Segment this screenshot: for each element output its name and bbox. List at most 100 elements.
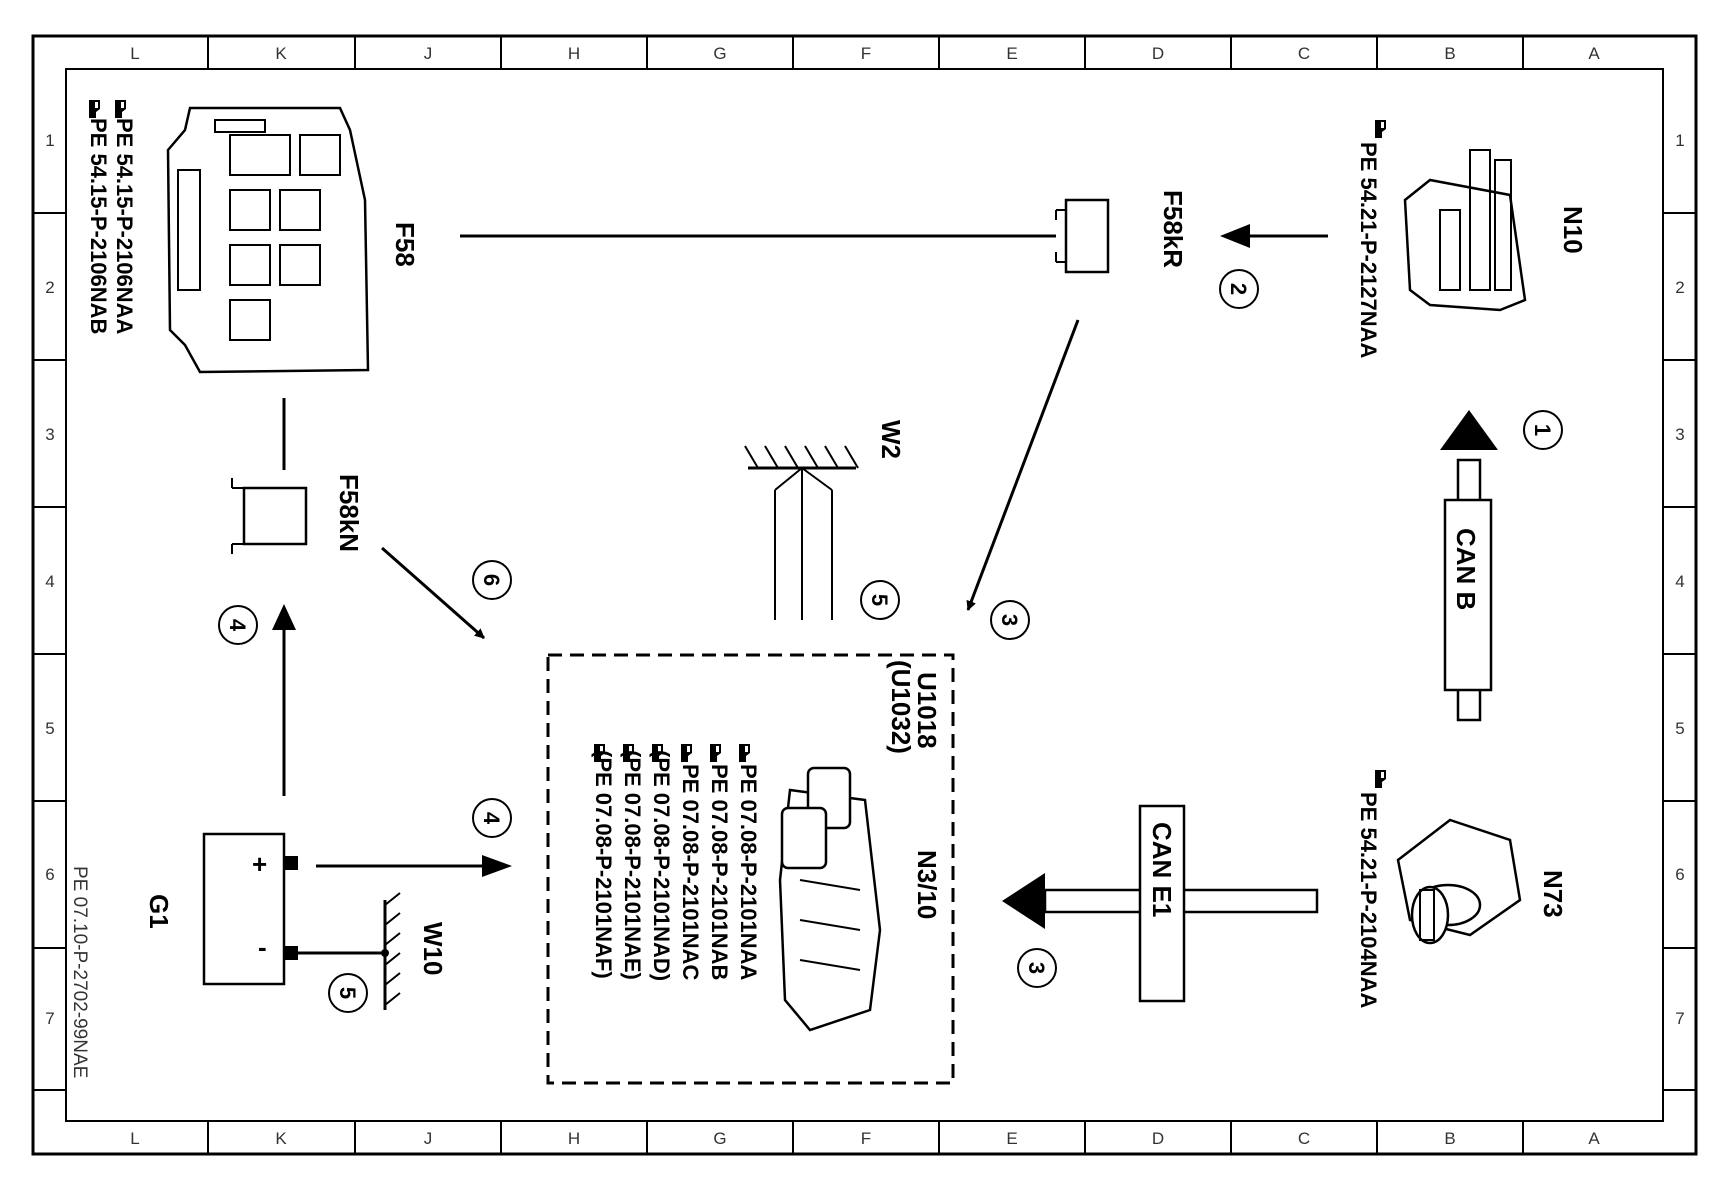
f58kr-label: F58kR: [1158, 190, 1188, 268]
n310-ref-6: (PE 07.08-P-2101NAF): [591, 750, 616, 979]
g1-f58kn-arrowhead: [272, 604, 296, 630]
step-3b-circle: [1017, 948, 1057, 988]
f58kn-n310-arrow: [381, 546, 485, 640]
g1-label: G1: [144, 894, 174, 929]
row-label-right: 5: [1675, 719, 1684, 738]
row-label-right: 3: [1675, 425, 1684, 444]
g1-minus: -: [258, 932, 267, 962]
n310-ref-2: PE 07.08-P-2101NAB: [707, 764, 732, 980]
n310-ref-3: PE 07.08-P-2101NAC: [678, 764, 703, 981]
step-5b: 5: [335, 987, 360, 999]
step-1: 1: [1530, 424, 1555, 436]
col-label-bottom: C: [1298, 1129, 1310, 1148]
w2-ground: [744, 445, 859, 620]
n73-ref: PE 54.21-P-2104NAA: [1356, 792, 1381, 1009]
step-4b-circle: [472, 798, 512, 838]
col-label-bottom: G: [713, 1129, 726, 1148]
row-label-right: 1: [1675, 131, 1684, 150]
col-label-bottom: L: [130, 1129, 139, 1148]
row-label-left: 4: [45, 572, 54, 591]
n10-f58kr-arrowhead: [1220, 224, 1250, 248]
step-6-circle: [472, 560, 512, 600]
col-label-bottom: H: [568, 1129, 580, 1148]
step-6: 6: [479, 574, 504, 586]
n310-label: N3/10: [912, 850, 942, 919]
n73-label: N73: [1538, 870, 1568, 918]
step-5b-circle: [328, 973, 368, 1013]
col-label-top: G: [713, 44, 726, 63]
col-label-top: K: [275, 44, 287, 63]
n73-ref-hand-icon: [1375, 770, 1386, 788]
n310-dashed-box: [546, 653, 955, 1085]
col-label-bottom: D: [1152, 1129, 1164, 1148]
col-label-bottom: A: [1588, 1129, 1600, 1148]
col-label-bottom: F: [861, 1129, 871, 1148]
w10-ground: [383, 892, 401, 1010]
row-label-left: 1: [45, 131, 54, 150]
f58-ref-2: PE 54.15-P-2106NAB: [86, 118, 111, 334]
step-5a-circle: [860, 580, 900, 620]
col-label-bottom: J: [424, 1129, 433, 1148]
n73-ignition-switch: [1396, 818, 1522, 945]
n310-ref-5: (PE 07.08-P-2101NAE): [620, 750, 645, 980]
row-label-right: 4: [1675, 572, 1684, 591]
f58kn-label: F58kN: [334, 474, 364, 552]
row-label-left: 2: [45, 278, 54, 297]
u1018-label: U1018: [912, 672, 942, 749]
col-label-top: D: [1152, 44, 1164, 63]
row-label-left: 3: [45, 425, 54, 444]
g1-battery: [202, 832, 298, 986]
col-label-top: A: [1588, 44, 1600, 63]
step-3b: 3: [1024, 962, 1049, 974]
n10-ref-hand-icon: [1375, 120, 1386, 138]
n10-ref: PE 54.21-P-2127NAA: [1356, 142, 1381, 359]
f58-label: F58: [390, 222, 420, 267]
f58-fuse-box: [166, 106, 370, 374]
row-label-right: 7: [1675, 1009, 1684, 1028]
row-label-right: 2: [1675, 278, 1684, 297]
row-label-left: 5: [45, 719, 54, 738]
row-label-left: 7: [45, 1009, 54, 1028]
col-label-bottom: E: [1006, 1129, 1017, 1148]
step-2-circle: [1219, 269, 1259, 309]
can-b-bus: [1440, 410, 1498, 722]
n310-ref-4: (PE 07.08-P-2101NAD): [649, 750, 674, 981]
f58-ref-1: PE 54.15-P-2106NAA: [112, 118, 137, 335]
f58-ref-hand-icon: [89, 100, 126, 118]
n10-label: N10: [1558, 206, 1588, 254]
col-label-top: J: [424, 44, 433, 63]
document-id: PE 07.10-P-2702-99NAE: [69, 866, 90, 1078]
row-label-right: 6: [1675, 865, 1684, 884]
f58kr-n310-arrow: [966, 319, 1080, 611]
step-2: 2: [1226, 283, 1251, 295]
g1-n310-arrowhead: [482, 855, 512, 877]
col-label-bottom: K: [275, 1129, 287, 1148]
step-5a: 5: [867, 594, 892, 606]
col-label-top: H: [568, 44, 580, 63]
u1032-label: (U1032): [886, 660, 916, 754]
step-3a: 3: [997, 614, 1022, 626]
step-4b: 4: [479, 812, 504, 825]
col-label-top: L: [130, 44, 139, 63]
step-4a-circle: [218, 605, 258, 645]
step-1-circle: [1523, 410, 1563, 450]
step-4a: 4: [225, 619, 250, 632]
col-label-top: B: [1444, 44, 1455, 63]
row-label-left: 6: [45, 865, 54, 884]
n310-control-unit: [778, 766, 882, 1032]
step-3a-circle: [990, 600, 1030, 640]
col-label-top: E: [1006, 44, 1017, 63]
can-e1-bus: [1002, 804, 1319, 1003]
col-label-top: F: [861, 44, 871, 63]
w2-label: W2: [876, 420, 906, 459]
col-label-top: C: [1298, 44, 1310, 63]
can-b-label: CAN B: [1451, 528, 1481, 610]
can-e1-label: CAN E1: [1147, 822, 1177, 917]
n10-module: [1403, 149, 1527, 312]
g1-plus: +: [252, 849, 267, 879]
n310-ref-1: PE 07.08-P-2101NAA: [736, 764, 761, 981]
col-label-bottom: B: [1444, 1129, 1455, 1148]
frame: L K J H G F E D C B A L K J H G F E D C …: [31, 34, 1698, 1156]
w10-label: W10: [418, 922, 448, 975]
